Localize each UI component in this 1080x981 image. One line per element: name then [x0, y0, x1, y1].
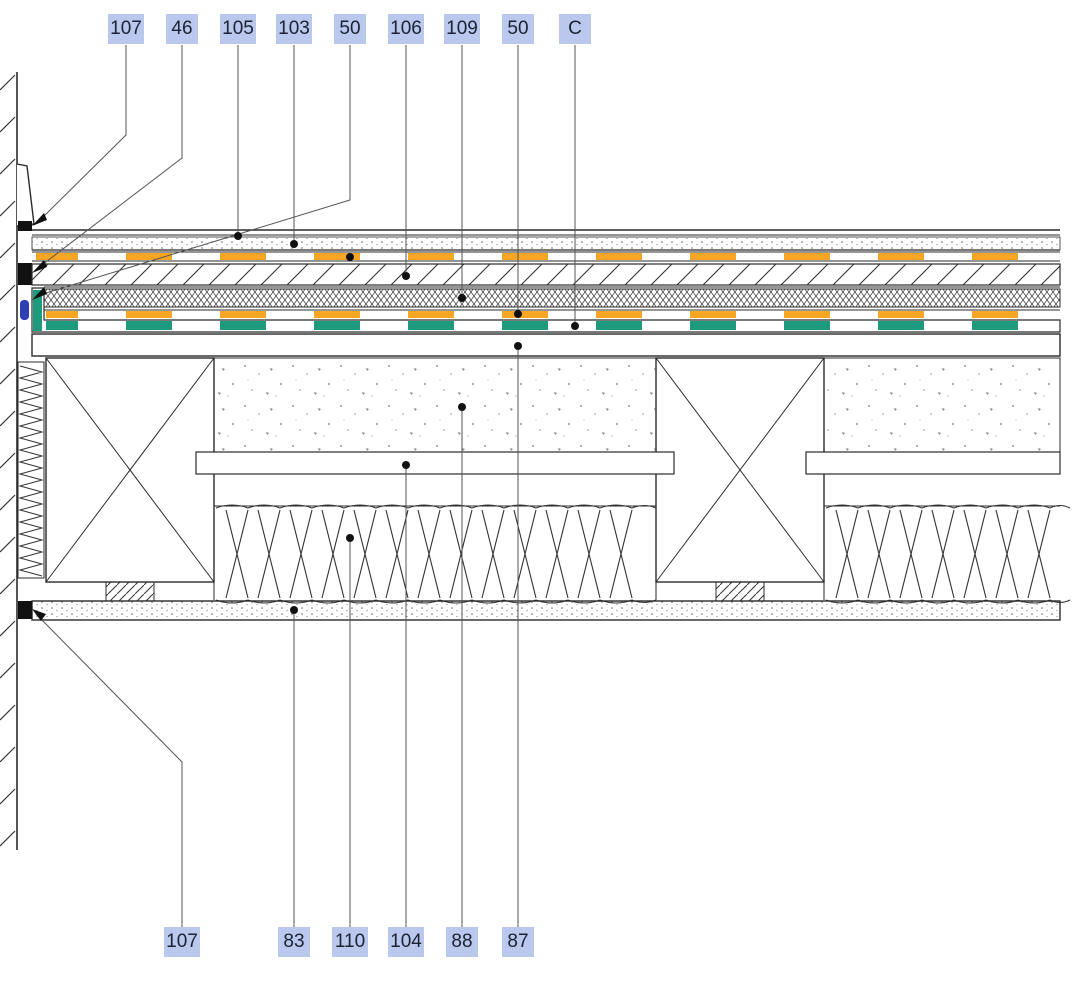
callout-label-46: 46: [166, 14, 198, 44]
callout-label-50-first: 50: [334, 14, 366, 44]
timber-joist-right: [655, 357, 825, 602]
floor-finish-layers: [31, 229, 1061, 251]
edge-insulation-strip: [33, 290, 42, 331]
callout-label-c: C: [559, 14, 591, 44]
callout-label-107-bottom: 107: [164, 927, 200, 957]
sealant-block-upper: [18, 263, 32, 285]
leader-lines: [35, 45, 576, 927]
callout-label-107-top: 107: [108, 14, 144, 44]
skirting-board: [16, 163, 35, 231]
screed-layer: [31, 263, 1061, 286]
callout-label-87: 87: [502, 927, 534, 957]
callout-label-88: 88: [446, 927, 478, 957]
callout-label-109: 109: [444, 14, 480, 44]
wall: [0, 72, 18, 850]
blue-seal: [20, 300, 29, 320]
ceiling-board: [18, 600, 1061, 621]
adhesive-strips-upper: [32, 251, 1060, 262]
impact-sound-layer: [43, 286, 1061, 308]
callout-label-104: 104: [388, 927, 424, 957]
wall-edge-spring-strip: [17, 361, 45, 579]
callout-label-110: 110: [332, 927, 368, 957]
callout-label-50-second: 50: [502, 14, 534, 44]
adhesive-strips-lower: [44, 309, 1060, 330]
loose-fill: [213, 357, 1061, 453]
leader-dots: [234, 232, 579, 614]
subfloor-board: [31, 333, 1061, 357]
mineral-wool-insulation: [215, 504, 1071, 604]
callout-label-105: 105: [220, 14, 256, 44]
callout-label-83: 83: [278, 927, 310, 957]
callout-label-106: 106: [388, 14, 424, 44]
callout-label-103: 103: [276, 14, 312, 44]
leader-arrowheads: [32, 213, 47, 621]
timber-joist-left: [45, 357, 215, 602]
